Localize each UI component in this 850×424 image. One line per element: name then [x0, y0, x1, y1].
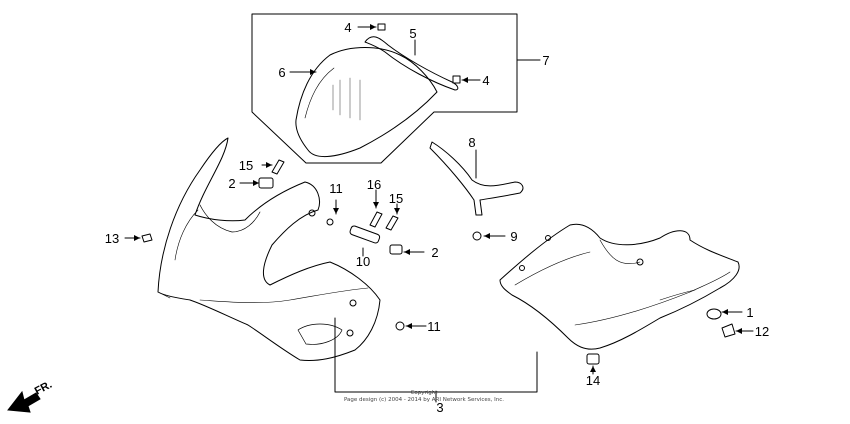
- lower-cowl-part: [499, 223, 740, 350]
- clip-part-15-middle: [385, 215, 399, 231]
- callout-c4b: 4: [482, 73, 489, 88]
- windscreen-part: [295, 47, 438, 157]
- callout-c5: 5: [409, 26, 416, 41]
- callout-c15b: 15: [389, 191, 403, 206]
- callout-c7: 7: [542, 53, 549, 68]
- callout-c2b: 2: [431, 245, 438, 260]
- callout-c10: 10: [356, 254, 370, 269]
- callout-c2a: 2: [228, 176, 235, 191]
- front-direction-label: FR.: [33, 379, 54, 398]
- bolt-part-12: [721, 323, 736, 338]
- screw-part-13: [141, 233, 153, 243]
- callout-c3: 3: [436, 400, 443, 415]
- collar-part-2-upper: [258, 177, 274, 189]
- callout-c1: 1: [746, 305, 753, 320]
- bolt-part-9: [472, 231, 482, 241]
- grommet-part-14: [586, 353, 600, 365]
- screw-part-11-upper: [326, 218, 334, 226]
- washer-part-1: [706, 308, 722, 320]
- cowl-stay-part: [429, 141, 524, 216]
- callout-c11b: 11: [427, 319, 441, 334]
- copyright-line-1: Copyright: [411, 390, 439, 396]
- grommet-part-right: [452, 75, 461, 84]
- callout-c13: 13: [105, 231, 119, 246]
- callout-c4a: 4: [344, 20, 351, 35]
- callout-c16: 16: [367, 177, 381, 192]
- callout-c6: 6: [278, 65, 285, 80]
- callout-c12: 12: [755, 324, 769, 339]
- callout-c14: 14: [586, 373, 600, 388]
- callout-c8: 8: [468, 135, 475, 150]
- clip-part-15-upper: [271, 159, 285, 175]
- front-direction-arrow: FR.: [7, 379, 54, 413]
- collar-part-2-middle: [389, 244, 403, 255]
- callout-c15a: 15: [239, 158, 253, 173]
- windscreen-group-bracket: [251, 13, 518, 164]
- grommet-part-upper: [377, 23, 386, 31]
- callout-c9: 9: [510, 229, 517, 244]
- copyright-line-2: Page design (c) 2004 - 2014 by ARI Netwo…: [344, 397, 504, 403]
- screw-part-11-lower: [395, 321, 405, 331]
- collar-part-10: [349, 225, 381, 244]
- windscreen-moulding-part: [364, 36, 459, 91]
- rubber-part-16: [369, 211, 383, 228]
- upper-cowl-part: [157, 137, 381, 361]
- callout-c11a: 11: [329, 181, 343, 196]
